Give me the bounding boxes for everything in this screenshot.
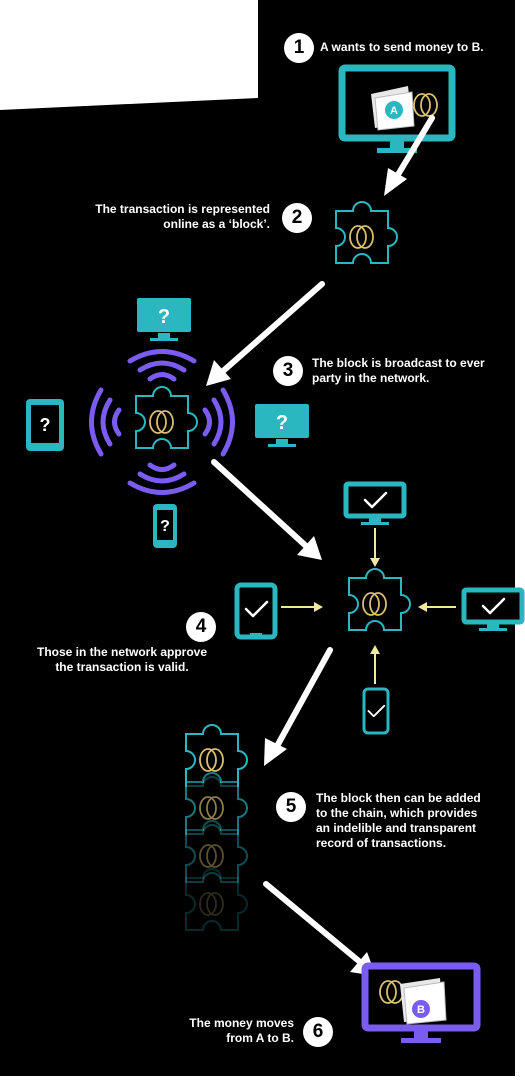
- step-1-line-1: A wants to send money to B.: [320, 40, 484, 54]
- step-6-line-1: The money moves: [189, 1016, 294, 1030]
- step-3-label: The block is broadcast to ever party in …: [312, 356, 515, 386]
- network-phone-bottom: ?: [153, 504, 177, 548]
- step-2-line-1: The transaction is represented: [95, 202, 270, 216]
- step-6-line-2: from A to B.: [226, 1031, 294, 1045]
- network-monitor-right: ?: [255, 404, 309, 447]
- approval-arrows: [281, 528, 456, 684]
- arrow-4-5: [264, 647, 333, 766]
- arrow-1-2: [384, 115, 435, 196]
- step-4-number: 4: [186, 612, 216, 642]
- step-2-label: The transaction is represented online as…: [40, 202, 270, 232]
- receiver-badge: [412, 1000, 430, 1018]
- step-5-line-1: The block then can be added: [316, 791, 481, 805]
- question-mark-icon: ?: [276, 412, 288, 434]
- step-5-label: The block then can be added to the chain…: [316, 791, 515, 851]
- step-1-label: A wants to send money to B.: [320, 40, 515, 55]
- approving-monitor-right: [461, 587, 525, 631]
- step-4-line-2: the transaction is valid.: [55, 660, 189, 674]
- step-5-line-4: record of transactions.: [316, 836, 447, 850]
- step-2-number: 2: [282, 203, 312, 233]
- step-5-number: 5: [276, 792, 306, 822]
- step-4-label: Those in the network approve the transac…: [12, 645, 232, 675]
- network-monitor-top: ?: [137, 298, 191, 341]
- step-4-line-1: Those in the network approve: [36, 645, 208, 659]
- step-5-line-2: to the chain, which provides: [316, 806, 478, 820]
- broadcast-block: [135, 386, 198, 449]
- step-2-line-2: online as a ‘block’.: [163, 217, 270, 231]
- arrow-3-4: [211, 459, 322, 560]
- question-mark-icon: ?: [158, 306, 170, 328]
- receiver-monitor: B: [361, 962, 481, 1043]
- arrow-2-3: [206, 281, 325, 386]
- receiver-glyph: B: [417, 1004, 425, 1016]
- validated-block: [348, 568, 411, 631]
- sender-glyph: A: [390, 105, 398, 117]
- step-6-number: 6: [303, 1017, 333, 1047]
- approving-tablet-left: [234, 582, 278, 640]
- step-1-number: 1: [284, 33, 314, 63]
- question-mark-icon: ?: [40, 415, 51, 435]
- approving-monitor-top: [343, 481, 407, 525]
- sender-badge: [385, 101, 403, 119]
- chain-block-4: [185, 868, 248, 931]
- step-5-line-3: an indelible and transparent: [316, 821, 477, 835]
- network-tablet-left: ?: [26, 399, 64, 451]
- step-6-label: The money moves from A to B.: [150, 1016, 294, 1046]
- step-3-number: 3: [273, 356, 303, 386]
- flow-arrows: [206, 115, 435, 976]
- step-3-line-1: The block is broadcast to ever: [312, 356, 485, 370]
- block-chain: [185, 724, 248, 931]
- step-3-line-2: party in the network.: [312, 371, 430, 385]
- approving-phone-bottom: [362, 687, 390, 735]
- question-mark-icon: ?: [160, 518, 170, 535]
- transaction-block: [335, 201, 398, 264]
- sender-monitor: A: [338, 64, 456, 153]
